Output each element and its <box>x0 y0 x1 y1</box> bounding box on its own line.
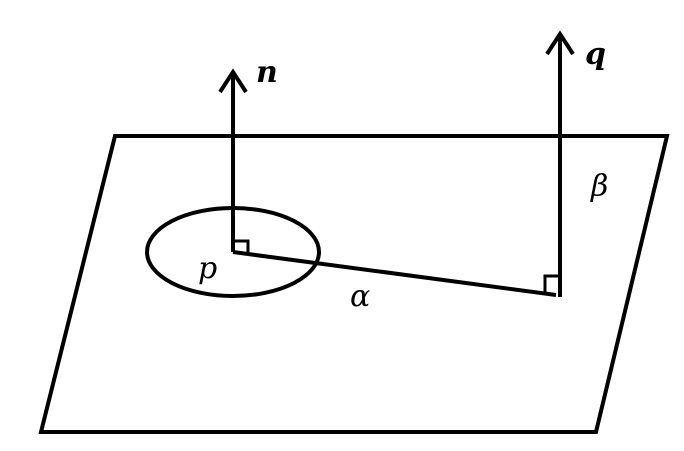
plane <box>38 134 670 434</box>
label-q: q <box>585 37 606 72</box>
label-beta: β <box>590 169 608 204</box>
right-angle-mark-foot <box>543 274 560 295</box>
label-n: n <box>256 55 278 90</box>
label-alpha: α <box>350 279 370 314</box>
segment-p-to-foot <box>232 250 557 297</box>
label-p: p <box>198 251 217 286</box>
q-vector-arrowhead <box>545 30 575 56</box>
right-angle-mark-p <box>233 239 250 252</box>
normal-vector-arrowhead <box>218 68 248 94</box>
